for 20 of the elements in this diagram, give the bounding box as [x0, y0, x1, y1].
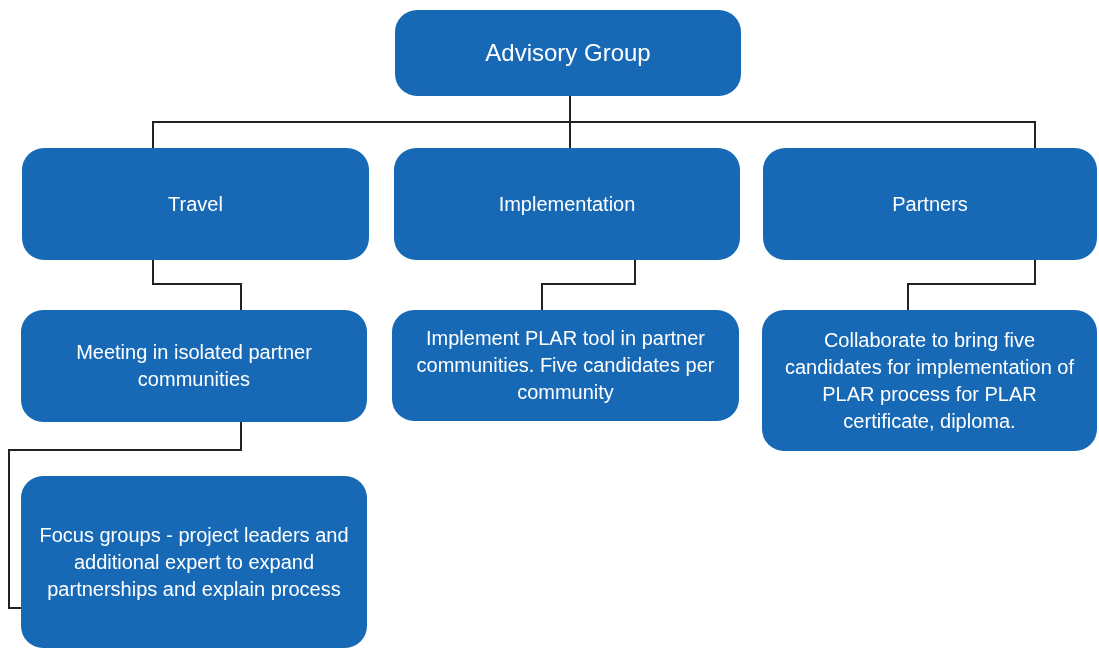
connector-line: [541, 259, 636, 311]
rounded-box: [21, 310, 367, 422]
box-text: Meeting in isolated partner communities: [75, 340, 313, 392]
box-text: Advisory Group: [485, 37, 651, 68]
rounded-box: [22, 148, 369, 260]
rounded-box: [392, 310, 739, 421]
box-text: Collaborate to bring five candidates for implementation of PLAR process for PLAR certificate, diploma.: [783, 327, 1076, 434]
rounded-box: [394, 148, 740, 260]
rounded-box: [762, 310, 1097, 451]
box-text: Implement PLAR tool in partner communities. Five candidates per community: [415, 326, 716, 405]
connector-line: [152, 259, 242, 311]
rounded-box: [21, 476, 367, 648]
rounded-box: [395, 10, 741, 96]
connector-line: [8, 421, 242, 609]
box-text: Travel: [168, 191, 223, 217]
box-text: Partners: [892, 191, 968, 217]
box-text: Implementation: [498, 191, 636, 217]
connector-line: [907, 259, 1036, 311]
box-text: Focus groups - project leaders and additional expert to expand partnerships and explain process: [38, 522, 350, 602]
rounded-box: [763, 148, 1097, 260]
